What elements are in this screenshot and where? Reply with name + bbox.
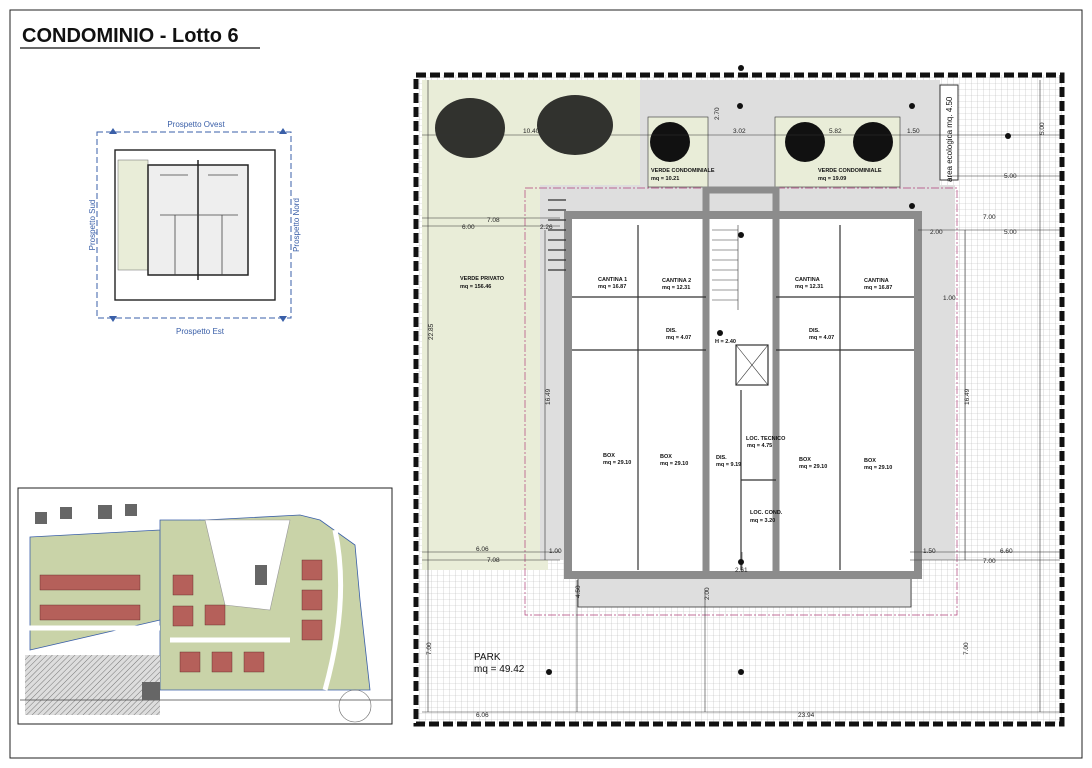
dimension-label: 7.08 bbox=[487, 557, 500, 564]
plan-label: mq = 29.10 bbox=[603, 460, 631, 466]
plan-label: BOX bbox=[660, 454, 672, 460]
verde-privato-area bbox=[422, 80, 548, 570]
plan-label: CANTINA 1 bbox=[598, 277, 627, 283]
dimension-label: 7.00 bbox=[983, 214, 996, 221]
sheet-title: CONDOMINIO - Lotto 6 bbox=[22, 25, 239, 47]
dimension-label: 3.02 bbox=[733, 128, 746, 135]
level-marker-icons bbox=[546, 65, 1011, 675]
plan-label: mq = 12.31 bbox=[795, 284, 823, 290]
key-plan-right-label: Prospetto Nord bbox=[292, 198, 301, 252]
plan-label: VERDE CONDOMINIALE bbox=[651, 168, 715, 174]
dimension-label: 1.50 bbox=[923, 548, 936, 555]
dimension-label: 2.00 bbox=[704, 587, 711, 600]
plan-label: mq = 9.19 bbox=[716, 462, 741, 468]
plan-label: CANTINA 2 bbox=[662, 278, 691, 284]
plan-label: mq = 10.21 bbox=[651, 176, 679, 182]
key-plan: Prospetto Ovest Prospetto Est Prospetto … bbox=[88, 120, 301, 336]
plan-label: mq = 12.31 bbox=[662, 285, 690, 291]
plan-label: BOX bbox=[864, 458, 876, 464]
plan-label: mq = 16.87 bbox=[598, 284, 626, 290]
dimension-label: 2.26 bbox=[540, 224, 553, 231]
plan-label: mq = 29.10 bbox=[864, 465, 892, 471]
plan-label: mq = 29.10 bbox=[660, 461, 688, 467]
dimension-label: 6.06 bbox=[476, 546, 489, 553]
floor-plan: VERDE PRIVATO mq = 156.46 VERDE CONDOMIN… bbox=[413, 65, 1065, 727]
tree-icons bbox=[435, 95, 893, 162]
room-labels: CANTINA 1mq = 16.87 CANTINA 2mq = 12.31 … bbox=[598, 277, 892, 524]
lot-boundary bbox=[413, 72, 1065, 727]
key-plan-top-label: Prospetto Ovest bbox=[167, 120, 225, 129]
plan-label: mq = 4.07 bbox=[666, 335, 691, 341]
plan-label: mq = 3.20 bbox=[750, 518, 775, 524]
plan-label: LOC. TECNICO bbox=[746, 436, 786, 442]
plan-label: VERDE CONDOMINIALE bbox=[818, 168, 882, 174]
dimension-label: 5.82 bbox=[829, 128, 842, 135]
height-label: H = 2.40 bbox=[715, 339, 736, 345]
dimension-label: 5.00 bbox=[1004, 173, 1017, 180]
plan-label: mq = 4.07 bbox=[809, 335, 834, 341]
dimension-label: 6.00 bbox=[462, 224, 475, 231]
dimension-label: 2.00 bbox=[930, 229, 943, 236]
plan-label: mq = 156.46 bbox=[460, 284, 491, 290]
plan-label: mq = 4.75 bbox=[747, 443, 772, 449]
dimension-label: 10.40 bbox=[523, 128, 540, 135]
key-plan-bottom-label: Prospetto Est bbox=[176, 327, 225, 336]
dimension-label: 6.60 bbox=[1000, 548, 1013, 555]
park-label: PARK bbox=[474, 652, 501, 663]
dimension-label: 5.00 bbox=[1039, 122, 1046, 135]
dimension-label: 1.50 bbox=[907, 128, 920, 135]
sheet-border bbox=[9, 9, 1083, 759]
dimension-label: 2.70 bbox=[714, 107, 721, 120]
dimension-label: 7.00 bbox=[963, 642, 970, 655]
plan-label: BOX bbox=[799, 457, 811, 463]
plan-label: mq = 19.09 bbox=[818, 176, 846, 182]
dimension-label: 23.94 bbox=[798, 712, 815, 719]
dimension-label: 16.49 bbox=[545, 388, 552, 405]
dimension-label: 2.61 bbox=[735, 567, 748, 574]
plan-label: DIS. bbox=[809, 328, 820, 334]
plan-label: VERDE PRIVATO bbox=[460, 276, 505, 282]
dimension-label: 1.00 bbox=[943, 295, 956, 302]
plan-label: DIS. bbox=[666, 328, 677, 334]
key-plan-left-label: Prospetto Sud bbox=[88, 200, 97, 251]
dimension-label: 4.50 bbox=[575, 585, 582, 598]
dimension-label: 16.49 bbox=[964, 388, 971, 405]
area-ecologica bbox=[939, 84, 959, 181]
plan-label: mq = 29.10 bbox=[799, 464, 827, 470]
dimension-label: 7.00 bbox=[983, 558, 996, 565]
dimension-label: 6.06 bbox=[476, 712, 489, 719]
plan-label: CANTINA bbox=[864, 278, 889, 284]
dimension-label: 7.08 bbox=[487, 217, 500, 224]
site-plan bbox=[17, 487, 393, 725]
park-area: mq = 49.42 bbox=[474, 664, 525, 675]
dimension-label: 1.00 bbox=[549, 548, 562, 555]
plan-label: DIS. bbox=[716, 455, 727, 461]
building-walls bbox=[564, 211, 922, 579]
dimension-label: 7.00 bbox=[426, 642, 433, 655]
plan-label: CANTINA bbox=[795, 277, 820, 283]
area-ecologica-label: area ecologica mq. 4.50 bbox=[945, 96, 954, 182]
dimension-label: 5.00 bbox=[1004, 229, 1017, 236]
plan-label: mq = 16.87 bbox=[864, 285, 892, 291]
dimension-label: 22.85 bbox=[428, 323, 435, 340]
plan-label: LOC. COND. bbox=[750, 510, 783, 516]
plan-label: BOX bbox=[603, 453, 615, 459]
